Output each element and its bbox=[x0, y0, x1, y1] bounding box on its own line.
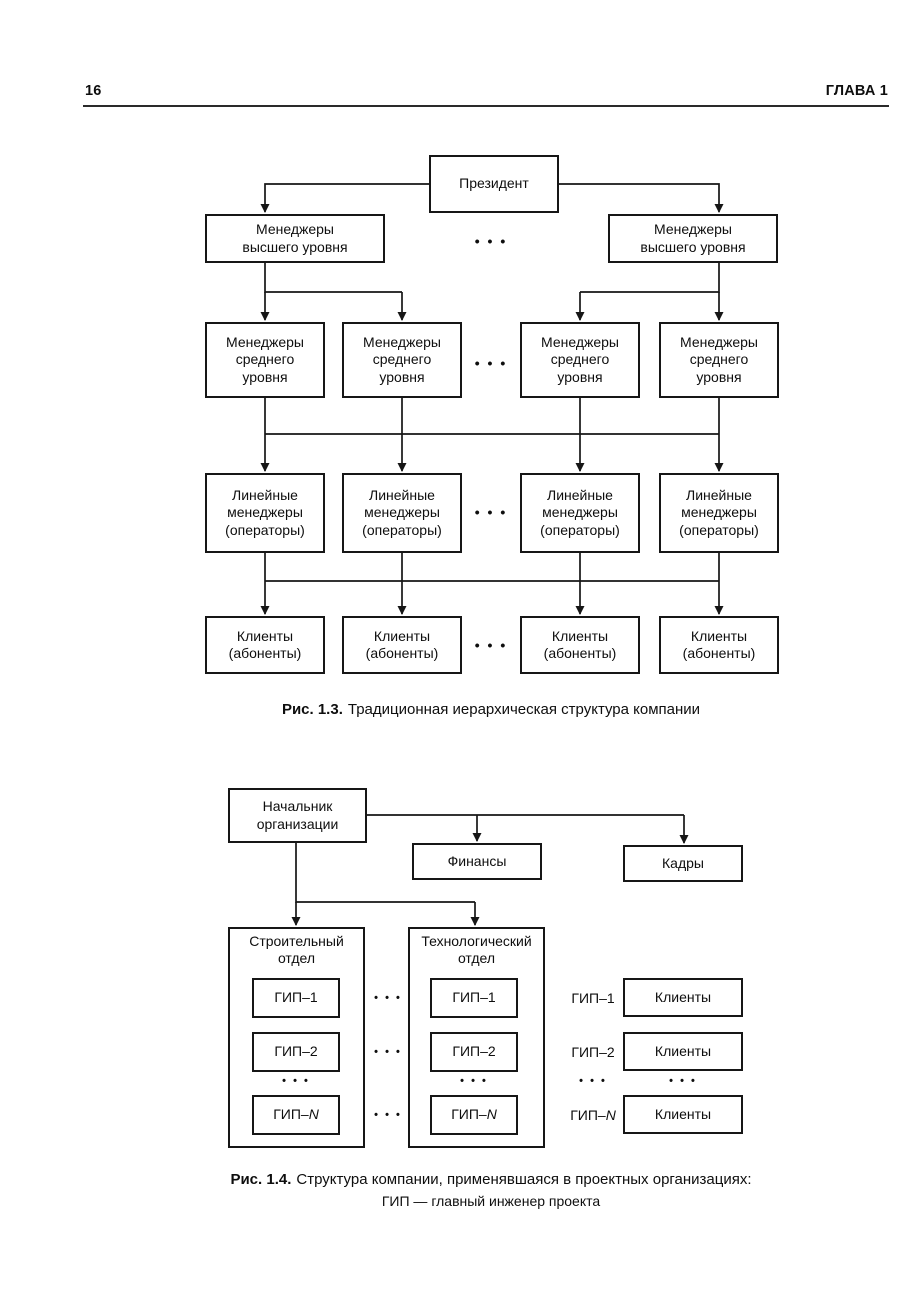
gip-box-construction-1: ГИП–1 bbox=[252, 978, 340, 1018]
org-box-line-managers-2: Линейные менеджеры (операторы) bbox=[342, 473, 462, 553]
gip-row-label-n: ГИП–N bbox=[561, 1105, 625, 1125]
org-box-top-managers-left: Менеджеры высшего уровня bbox=[205, 214, 385, 263]
org-box-line-managers-3: Линейные менеджеры (операторы) bbox=[520, 473, 640, 553]
org-box-head-of-organization: Начальник организации bbox=[228, 788, 367, 843]
clients-box-2: Клиенты bbox=[623, 1032, 743, 1071]
gip-row-label-1: ГИП–1 bbox=[571, 990, 615, 1006]
fig13-caption-label: Рис. 1.3. bbox=[281, 701, 343, 718]
org-box-middle-managers-2: Менеджеры среднего уровня bbox=[342, 322, 462, 398]
org-box-top-managers-right: Менеджеры высшего уровня bbox=[608, 214, 778, 263]
gip-box-technology-n: ГИП–N bbox=[430, 1095, 518, 1135]
ellipsis-technology-gip: • • • bbox=[460, 1075, 488, 1087]
org-box-president: Президент bbox=[429, 155, 559, 213]
gip-box-construction-2: ГИП–2 bbox=[252, 1032, 340, 1072]
gip-row-label-2: ГИП–2 bbox=[571, 1044, 615, 1060]
page-number: 16 bbox=[85, 83, 102, 99]
org-box-middle-managers-1: Менеджеры среднего уровня bbox=[205, 322, 325, 398]
ellipsis-top-managers: • • • bbox=[474, 233, 508, 249]
ellipsis-construction-gip: • • • bbox=[282, 1075, 310, 1087]
org-box-clients-3: Клиенты (абоненты) bbox=[520, 616, 640, 674]
ellipsis-line-managers: • • • bbox=[474, 504, 508, 520]
ellipsis-gip-labels: • • • bbox=[579, 1075, 607, 1087]
dept-title-construction: Строительный отдел bbox=[249, 933, 344, 966]
ellipsis-between-depts-1: • • • bbox=[374, 992, 402, 1004]
dept-title-technology: Технологический отдел bbox=[421, 933, 532, 966]
header-rule bbox=[83, 105, 889, 107]
gip-box-technology-1: ГИП–1 bbox=[430, 978, 518, 1018]
ellipsis-clients-column: • • • bbox=[669, 1075, 697, 1087]
org-box-middle-managers-3: Менеджеры среднего уровня bbox=[520, 322, 640, 398]
gip-box-construction-n: ГИП–N bbox=[252, 1095, 340, 1135]
ellipsis-middle-managers: • • • bbox=[474, 355, 508, 371]
fig14-caption: Рис. 1.4.Структура компании, применявшая… bbox=[85, 1170, 897, 1190]
org-box-finance: Финансы bbox=[412, 843, 542, 880]
org-box-line-managers-4: Линейные менеджеры (операторы) bbox=[659, 473, 779, 553]
fig13-caption: Рис. 1.3.Традиционная иерархическая стру… bbox=[85, 700, 897, 720]
org-box-clients-2: Клиенты (абоненты) bbox=[342, 616, 462, 674]
org-box-clients-4: Клиенты (абоненты) bbox=[659, 616, 779, 674]
chapter-label: ГЛАВА 1 bbox=[825, 83, 888, 99]
fig14-caption-text: Структура компании, применявшаяся в прое… bbox=[296, 1171, 752, 1188]
gip-n-prefix: ГИП– bbox=[273, 1106, 309, 1123]
clients-box-n: Клиенты bbox=[623, 1095, 743, 1134]
fig13-caption-text: Традиционная иерархическая структура ком… bbox=[347, 701, 701, 718]
org-box-clients-1: Клиенты (абоненты) bbox=[205, 616, 325, 674]
gip-n-suffix: N bbox=[486, 1106, 497, 1123]
gip-n-suffix: N bbox=[605, 1107, 616, 1123]
org-box-middle-managers-4: Менеджеры среднего уровня bbox=[659, 322, 779, 398]
org-box-hr: Кадры bbox=[623, 845, 743, 882]
ellipsis-between-depts-2: • • • bbox=[374, 1046, 402, 1058]
gip-n-suffix: N bbox=[308, 1106, 319, 1123]
fig14-caption-note: ГИП — главный инженер проекта bbox=[381, 1193, 601, 1209]
gip-n-prefix: ГИП– bbox=[451, 1106, 487, 1123]
ellipsis-between-depts-3: • • • bbox=[374, 1109, 402, 1121]
clients-box-1: Клиенты bbox=[623, 978, 743, 1017]
gip-n-prefix: ГИП– bbox=[570, 1107, 606, 1123]
org-box-line-managers-1: Линейные менеджеры (операторы) bbox=[205, 473, 325, 553]
fig14-caption-label: Рис. 1.4. bbox=[230, 1171, 292, 1188]
ellipsis-clients: • • • bbox=[474, 637, 508, 653]
gip-box-technology-2: ГИП–2 bbox=[430, 1032, 518, 1072]
